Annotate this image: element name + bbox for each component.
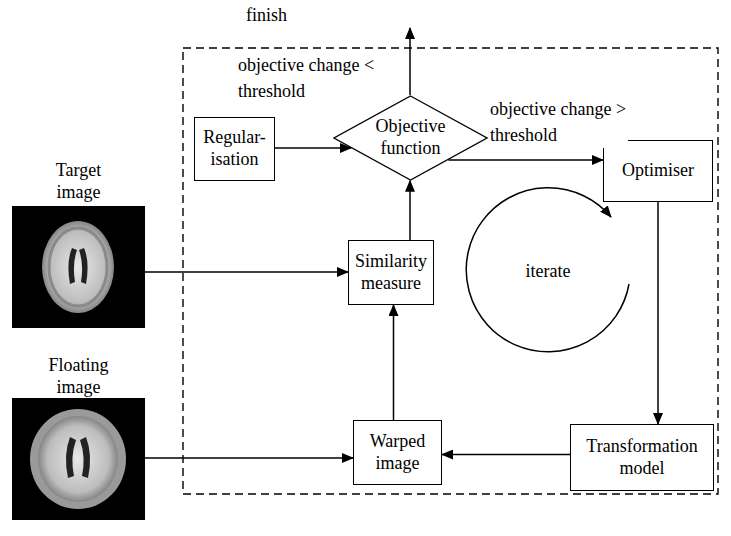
decision-diamond: Objective function (333, 95, 488, 181)
node-text: Transformation model (575, 436, 709, 479)
diamond-shape (334, 96, 487, 180)
flow-arrow (393, 305, 395, 420)
target-image: Target image (12, 160, 145, 328)
flow-arrow (409, 181, 411, 240)
optimiser-box: Optimiser (603, 140, 713, 202)
flow-arrow (145, 271, 348, 273)
node-text: Objective function (366, 116, 456, 159)
flow-arrow (275, 147, 351, 149)
node-text: Optimiser (622, 160, 694, 182)
iterate-cycle (466, 188, 629, 352)
node-text: Target image (43, 160, 115, 203)
flow-arrow (442, 454, 570, 456)
finish-arrow (409, 28, 411, 95)
node-text: Warped image (358, 431, 437, 474)
floating-image: Floating image (12, 355, 145, 520)
iterate-label: iterate (518, 258, 578, 284)
flow-arrow (145, 457, 353, 459)
node-text: Floating image (43, 355, 115, 398)
floating-brain-image (12, 398, 145, 520)
warped-image-box: Warped image (353, 420, 442, 485)
regularisation-box: Regular- isation (194, 117, 275, 181)
dashed-region (183, 48, 718, 494)
node-text: Similarity measure (353, 251, 429, 294)
edge-label: objective change > threshold (490, 96, 628, 148)
similarity-box: Similarity measure (348, 240, 434, 305)
exit-condition-label: objective change < threshold (238, 52, 376, 104)
node-text: Regular- isation (199, 127, 270, 170)
flow-arrow (657, 202, 659, 424)
transformation-box: Transformation model (570, 424, 714, 491)
flow-arrow (448, 159, 603, 161)
finish-label: finish (246, 2, 306, 28)
target-brain-image (12, 206, 145, 328)
